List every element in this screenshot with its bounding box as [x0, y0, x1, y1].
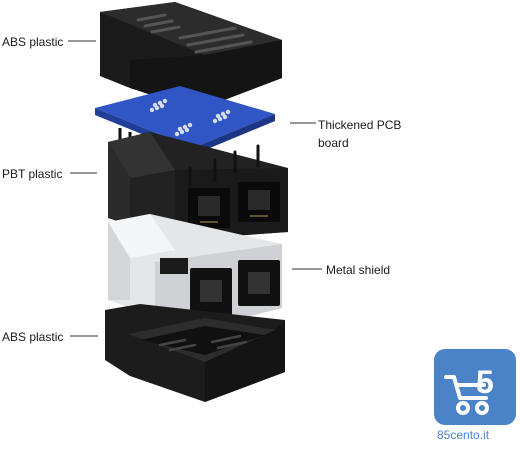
label-pbt-plastic: PBT plastic	[2, 167, 63, 181]
brand-logo-icon: 5	[434, 349, 516, 425]
label-abs-plastic-bottom: ABS plastic	[2, 330, 64, 344]
label-metal-shield: Metal shield	[326, 263, 391, 277]
svg-text:5: 5	[476, 364, 494, 400]
label-thickened-pcb: Thickened PCB board	[318, 116, 401, 152]
pbt-housing	[108, 132, 288, 240]
label-pcb-line2: board	[318, 136, 349, 150]
label-abs-plastic-top: ABS plastic	[2, 35, 64, 49]
leader-lines	[68, 40, 322, 337]
metal-shield	[108, 214, 282, 330]
pcb-board	[95, 86, 275, 155]
label-pcb-line1: Thickened PCB	[318, 118, 402, 132]
brand-text[interactable]: 85cento.it	[437, 428, 490, 442]
bottom-abs-tray	[105, 304, 285, 402]
